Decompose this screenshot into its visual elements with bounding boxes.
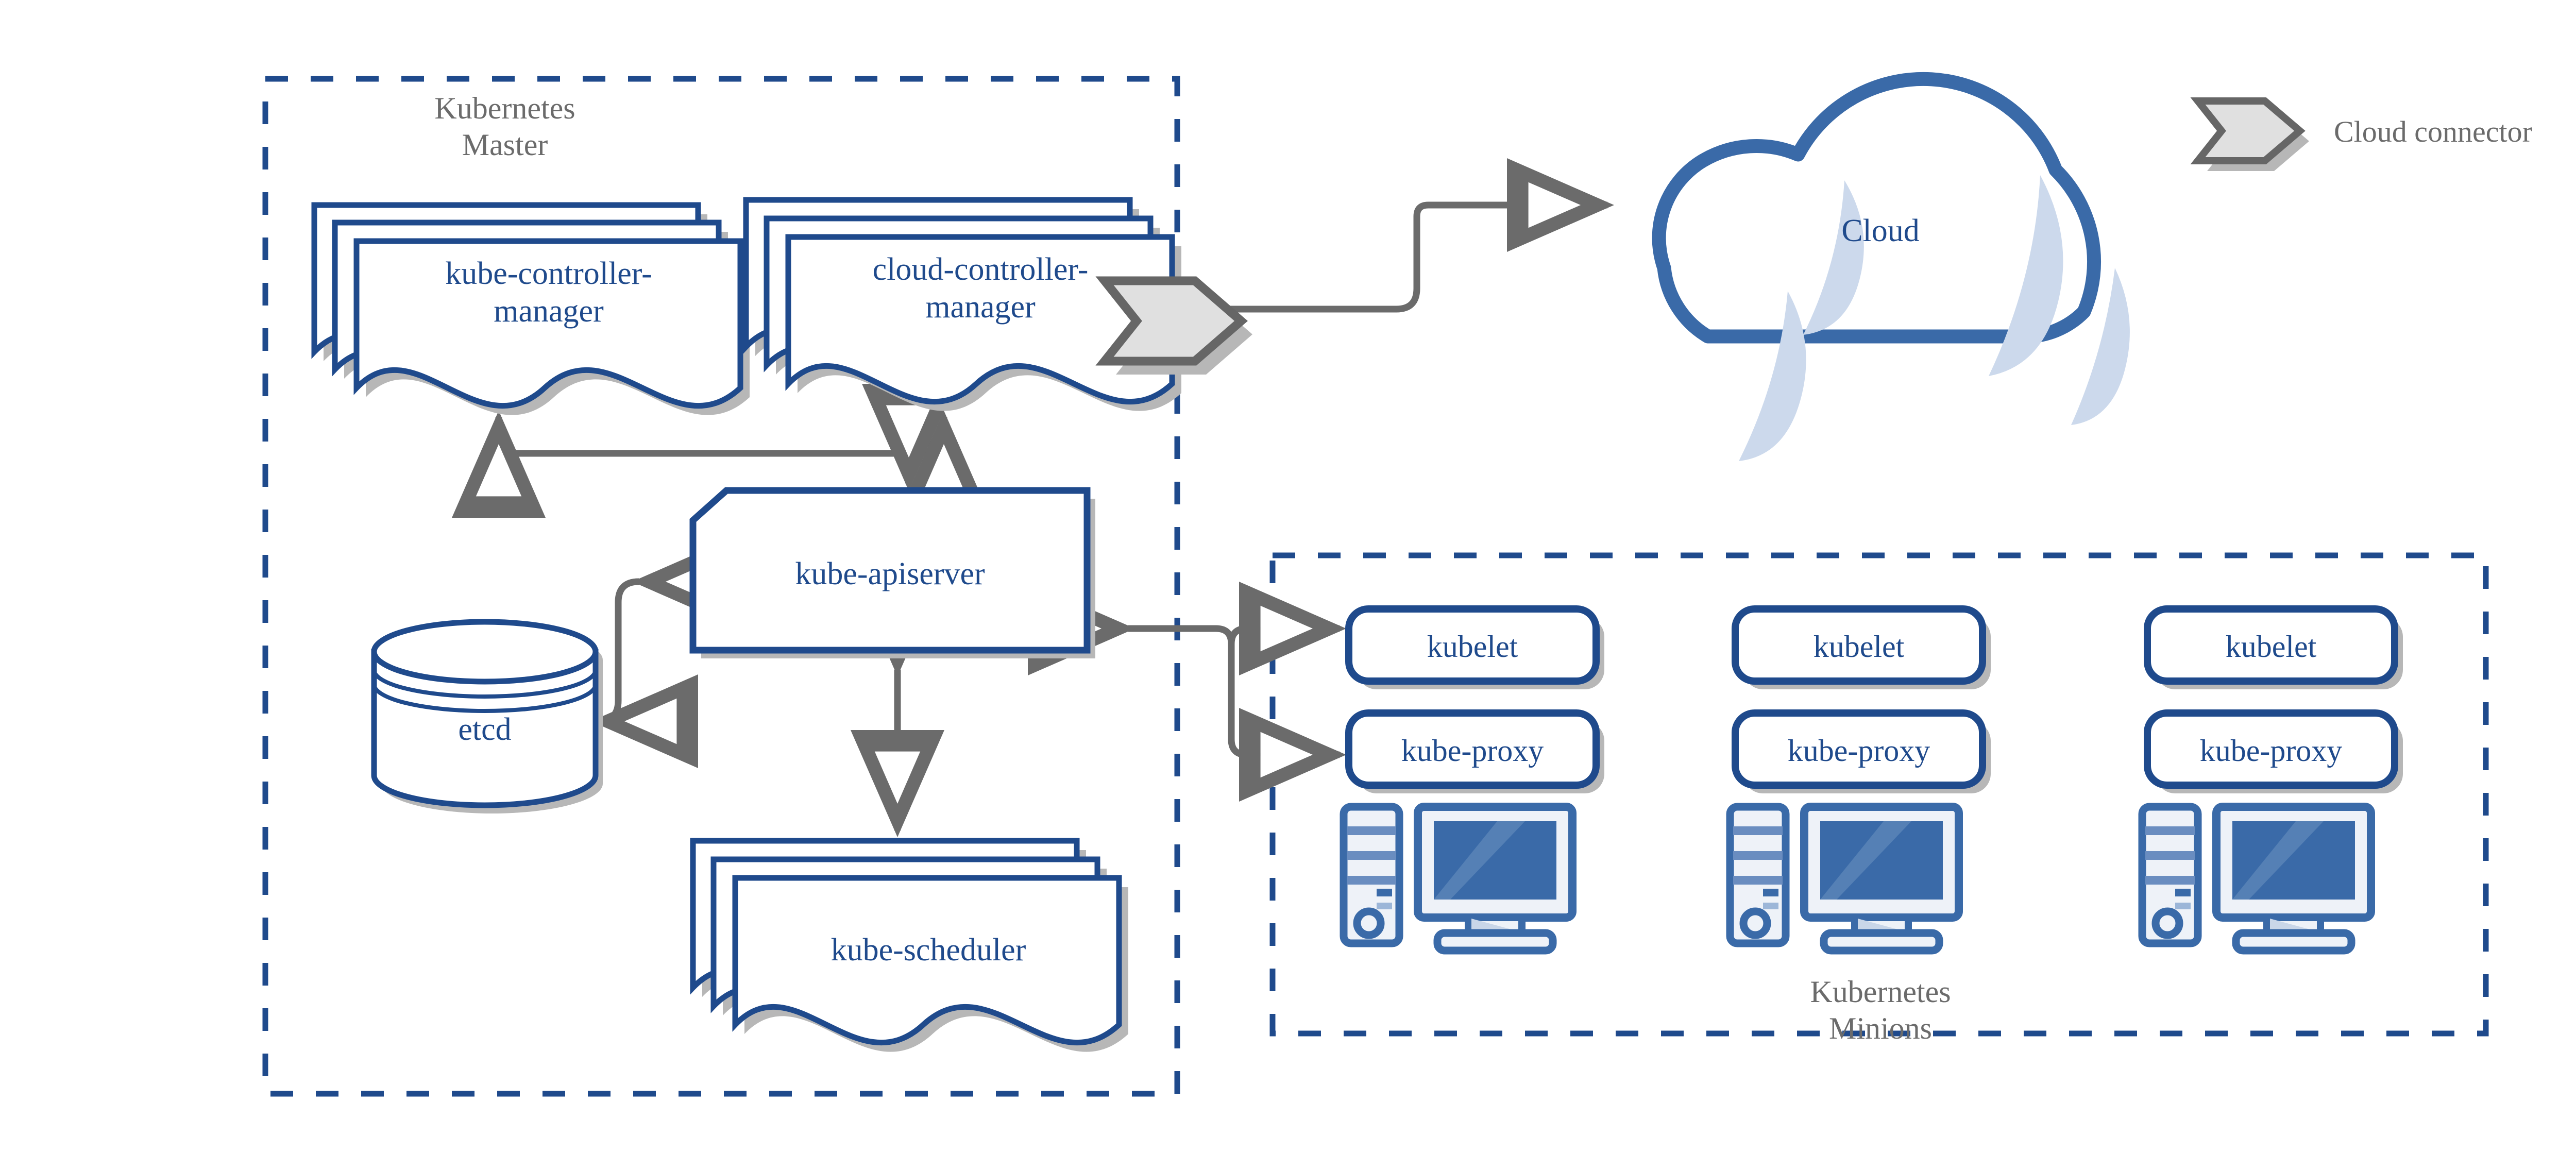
minion-node-3 bbox=[2138, 605, 2403, 955]
edge-ccm-to-cloud bbox=[1216, 158, 1614, 313]
kube-scheduler-shape[interactable] bbox=[690, 838, 1128, 1052]
etcd-label: etcd bbox=[458, 712, 512, 747]
kubelet-label-2: kubelet bbox=[1813, 630, 1905, 664]
kube-proxy-pill-1[interactable] bbox=[1345, 709, 1604, 793]
edge-apiserver-minion-bus bbox=[1028, 582, 1247, 758]
kube-controller-manager-label: kube-controller- manager bbox=[445, 256, 652, 329]
computer-icon-2 bbox=[1726, 803, 1963, 955]
kubelet-pill-3[interactable] bbox=[2144, 605, 2403, 689]
edge-etcd-apiserver bbox=[591, 534, 740, 768]
computer-icon-3 bbox=[2138, 803, 2375, 955]
kubelet-label-3: kubelet bbox=[2225, 630, 2317, 664]
kube-proxy-label-3: kube-proxy bbox=[2199, 734, 2343, 768]
computer-icon-1 bbox=[1340, 803, 1577, 955]
kube-proxy-pill-2[interactable] bbox=[1732, 709, 1991, 793]
legend-label: Cloud connector bbox=[2334, 115, 2532, 148]
cloud-controller-manager-label: cloud-controller- manager bbox=[872, 252, 1089, 325]
minion-node-2 bbox=[1726, 605, 1991, 955]
master-title: Kubernetes Master bbox=[434, 91, 575, 162]
kube-proxy-label-1: kube-proxy bbox=[1401, 734, 1544, 768]
kube-apiserver-label: kube-apiserver bbox=[795, 556, 985, 591]
minion-node-1 bbox=[1340, 605, 1604, 955]
edge-kcm-riser bbox=[452, 411, 546, 518]
edge-ccm-riser bbox=[897, 411, 991, 518]
kubelet-pill-1[interactable] bbox=[1345, 605, 1604, 689]
cloud-label: Cloud bbox=[1841, 213, 1920, 248]
kube-proxy-pill-3[interactable] bbox=[2144, 709, 2403, 793]
edge-branch-to-kubelet bbox=[1228, 582, 1346, 675]
kubelet-label-1: kubelet bbox=[1427, 630, 1518, 664]
minions-title: Kubernetes Minions bbox=[1810, 975, 1951, 1045]
kubelet-pill-2[interactable] bbox=[1732, 605, 1991, 689]
cloud-shape[interactable] bbox=[1652, 72, 2130, 461]
edge-bus-to-apiserver bbox=[862, 384, 956, 491]
etcd-shape[interactable] bbox=[371, 619, 603, 813]
kube-scheduler-label: kube-scheduler bbox=[831, 932, 1026, 968]
legend-cloud-connector-icon bbox=[2190, 97, 2309, 171]
cloud-controller-manager-shape[interactable] bbox=[743, 197, 1181, 411]
connector-lines bbox=[452, 158, 1614, 837]
kube-controller-manager-shape[interactable] bbox=[311, 202, 750, 415]
cloud-connector-icon bbox=[1095, 276, 1252, 375]
kube-proxy-label-2: kube-proxy bbox=[1787, 734, 1930, 768]
master-boundary-box bbox=[262, 76, 1180, 1097]
kube-apiserver-shape[interactable] bbox=[689, 487, 1095, 658]
